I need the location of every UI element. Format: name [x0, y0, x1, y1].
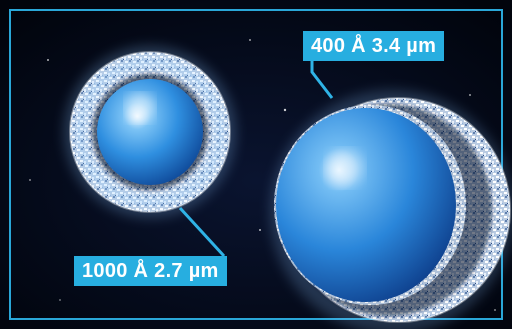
small-sphere-label: 1000 Å 2.7 µm: [74, 256, 227, 286]
leader-line-large: [310, 60, 334, 99]
large-sphere-label: 400 Å 3.4 µm: [303, 31, 445, 61]
leader-line-small: [178, 206, 226, 258]
large-sphere: [270, 90, 512, 329]
small-sphere-core: [97, 79, 203, 185]
large-sphere-core: [276, 108, 456, 302]
small-sphere: [64, 46, 236, 218]
